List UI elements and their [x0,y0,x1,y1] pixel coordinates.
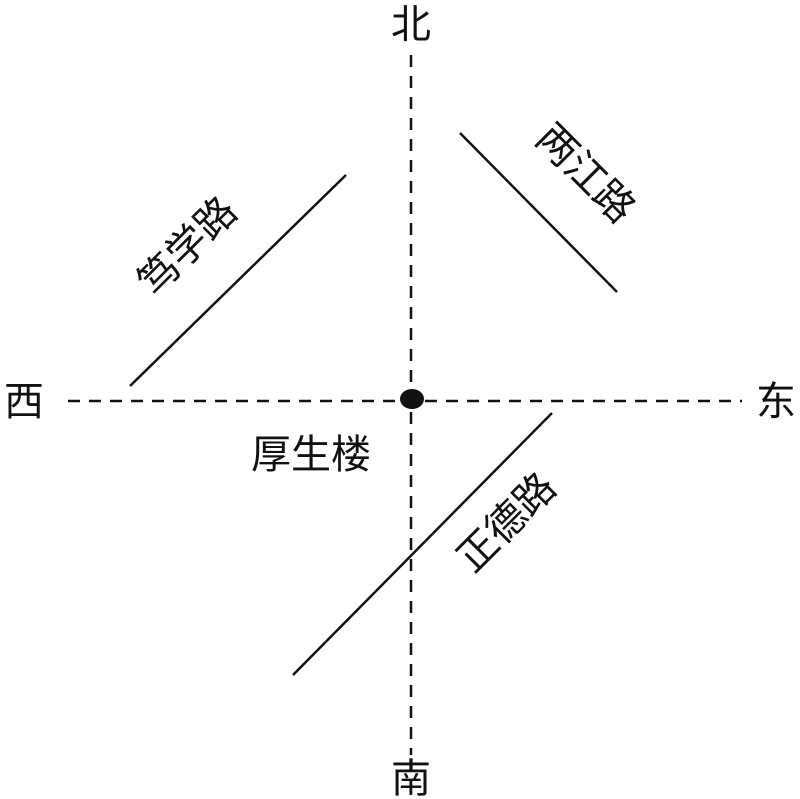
road-southeast-line [292,412,553,676]
road-southeast-label: 正德路 [448,464,565,581]
road-northeast-line [459,132,618,293]
south-label: 南 [391,756,431,799]
east-label: 东 [756,379,796,425]
north-label: 北 [391,2,431,48]
center-point [400,389,424,409]
road-northwest-line [129,174,347,387]
west-label: 西 [4,379,44,425]
building-label: 厚生楼 [251,432,371,478]
road-northeast-label: 两江路 [527,115,644,232]
